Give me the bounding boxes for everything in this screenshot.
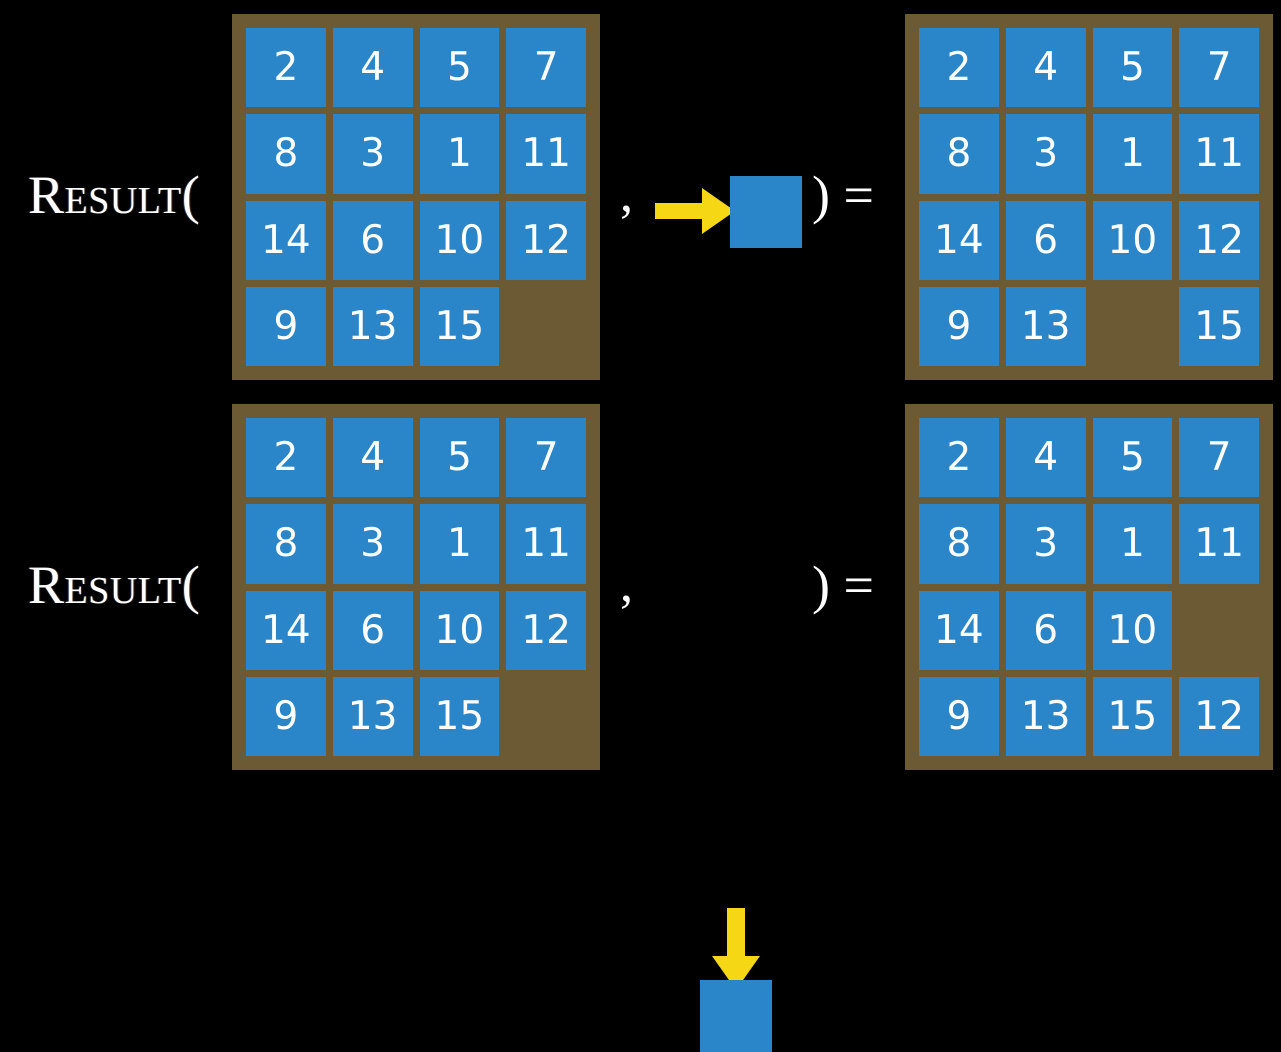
tile[interactable]: 6 <box>1005 200 1086 280</box>
paren-equals-row-2: ) = <box>812 555 874 615</box>
tile[interactable]: 2 <box>919 28 999 108</box>
tile[interactable]: 11 <box>1179 114 1259 194</box>
equation-row-2: Result( 2 4 5 7 8 3 1 11 14 6 10 12 9 13… <box>0 390 1281 1052</box>
result-function-label-row-2: Result( <box>28 555 201 615</box>
tile[interactable]: 12 <box>506 200 586 280</box>
tile[interactable]: 5 <box>419 28 500 108</box>
tile[interactable]: 6 <box>332 200 413 280</box>
tile[interactable]: 2 <box>246 28 326 108</box>
tile[interactable]: 14 <box>919 200 999 280</box>
argument-separator-comma-row-2: , <box>620 556 633 613</box>
tile[interactable]: 1 <box>1092 504 1173 584</box>
tile[interactable]: 8 <box>246 504 326 584</box>
tile[interactable]: 4 <box>332 28 413 108</box>
output-board-row-1-grid: 2 4 5 7 8 3 1 11 14 6 10 12 9 13 15 <box>919 28 1259 366</box>
tile[interactable]: 5 <box>1092 28 1173 108</box>
tile[interactable]: 3 <box>1005 114 1086 194</box>
equation-row-1: Result( 2 4 5 7 8 3 1 11 14 6 10 12 9 13… <box>0 0 1281 390</box>
tile[interactable]: 1 <box>419 504 500 584</box>
output-board-row-1: 2 4 5 7 8 3 1 11 14 6 10 12 9 13 15 <box>905 14 1273 380</box>
tile[interactable]: 9 <box>246 286 326 366</box>
arrow-right-icon <box>655 188 735 234</box>
tile[interactable]: 14 <box>919 590 999 670</box>
tile[interactable]: 4 <box>1005 418 1086 498</box>
tile[interactable]: 14 <box>246 200 326 280</box>
blank-tile[interactable] <box>506 677 586 756</box>
tile[interactable]: 13 <box>332 286 413 366</box>
tile[interactable]: 2 <box>919 418 999 498</box>
argument-separator-comma-row-1: , <box>620 166 633 223</box>
tile[interactable]: 9 <box>919 286 999 366</box>
tile[interactable]: 8 <box>919 504 999 584</box>
tile[interactable]: 11 <box>1179 504 1259 584</box>
tile[interactable]: 15 <box>1179 286 1259 366</box>
tile[interactable]: 9 <box>246 676 326 756</box>
tile[interactable]: 7 <box>506 418 586 498</box>
paren-equals-row-1: ) = <box>812 165 874 225</box>
tile[interactable]: 13 <box>1005 676 1086 756</box>
blank-tile[interactable] <box>1179 591 1259 670</box>
tile[interactable]: 5 <box>419 418 500 498</box>
tile[interactable]: 4 <box>332 418 413 498</box>
move-operand-tile-row-1[interactable] <box>730 176 802 248</box>
tile[interactable]: 1 <box>419 114 500 194</box>
tile[interactable]: 13 <box>1005 286 1086 366</box>
tile[interactable]: 11 <box>506 114 586 194</box>
tile[interactable]: 10 <box>1092 590 1173 670</box>
tile[interactable]: 6 <box>332 590 413 670</box>
tile[interactable]: 9 <box>919 676 999 756</box>
tile[interactable]: 15 <box>419 676 500 756</box>
input-board-row-1-grid: 2 4 5 7 8 3 1 11 14 6 10 12 9 13 15 <box>246 28 586 366</box>
tile[interactable]: 15 <box>419 286 500 366</box>
tile[interactable]: 10 <box>1092 200 1173 280</box>
tile[interactable]: 3 <box>332 114 413 194</box>
input-board-row-2: 2 4 5 7 8 3 1 11 14 6 10 12 9 13 15 <box>232 404 600 770</box>
tile[interactable]: 10 <box>419 590 500 670</box>
tile[interactable]: 1 <box>1092 114 1173 194</box>
tile[interactable]: 3 <box>332 504 413 584</box>
tile[interactable]: 13 <box>332 676 413 756</box>
tile[interactable]: 3 <box>1005 504 1086 584</box>
tile[interactable]: 12 <box>1179 200 1259 280</box>
tile[interactable]: 14 <box>246 590 326 670</box>
tile[interactable]: 15 <box>1092 676 1173 756</box>
tile[interactable]: 7 <box>506 28 586 108</box>
tile[interactable]: 7 <box>1179 28 1259 108</box>
tile[interactable]: 5 <box>1092 418 1173 498</box>
tile[interactable]: 12 <box>1179 676 1259 756</box>
result-function-label-row-1: Result( <box>28 165 201 225</box>
tile[interactable]: 7 <box>1179 418 1259 498</box>
blank-tile[interactable] <box>1093 287 1173 366</box>
input-board-row-2-grid: 2 4 5 7 8 3 1 11 14 6 10 12 9 13 15 <box>246 418 586 756</box>
tile[interactable]: 6 <box>1005 590 1086 670</box>
tile[interactable]: 11 <box>506 504 586 584</box>
move-operand-tile-row-2[interactable] <box>700 980 772 1052</box>
blank-tile[interactable] <box>506 287 586 366</box>
output-board-row-2: 2 4 5 7 8 3 1 11 14 6 10 9 13 15 12 <box>905 404 1273 770</box>
tile[interactable]: 8 <box>246 114 326 194</box>
output-board-row-2-grid: 2 4 5 7 8 3 1 11 14 6 10 9 13 15 12 <box>919 418 1259 756</box>
tile[interactable]: 4 <box>1005 28 1086 108</box>
tile[interactable]: 8 <box>919 114 999 194</box>
tile[interactable]: 12 <box>506 590 586 670</box>
tile[interactable]: 10 <box>419 200 500 280</box>
input-board-row-1: 2 4 5 7 8 3 1 11 14 6 10 12 9 13 15 <box>232 14 600 380</box>
tile[interactable]: 2 <box>246 418 326 498</box>
